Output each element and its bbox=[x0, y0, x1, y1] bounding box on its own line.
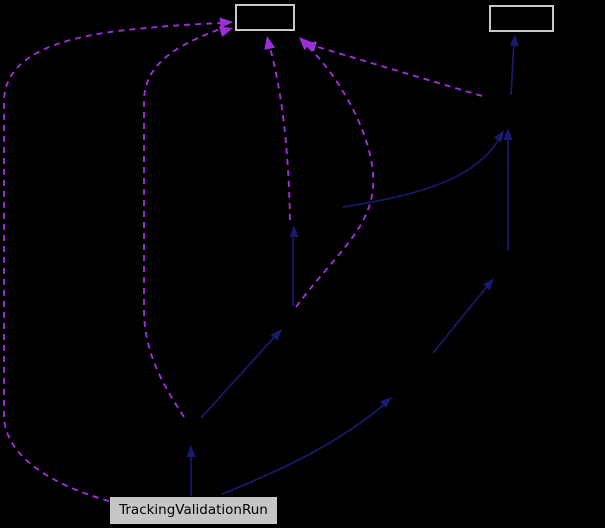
arrowhead-icon bbox=[379, 397, 392, 409]
main-class-node[interactable]: TrackingValidationRun bbox=[110, 497, 277, 524]
inheritance-edges bbox=[186, 34, 519, 496]
arrowhead-icon bbox=[493, 130, 504, 143]
inheritance-edge-5 bbox=[221, 401, 388, 495]
arrowhead-icon bbox=[270, 329, 282, 341]
usage-edges bbox=[3, 17, 483, 502]
inheritance-edge-6 bbox=[432, 283, 490, 354]
usage-edge-inner-left bbox=[143, 28, 221, 418]
arrowhead-icon bbox=[186, 445, 196, 457]
base-class-box-right[interactable] bbox=[489, 5, 554, 32]
arrowhead-icon bbox=[503, 128, 513, 140]
inheritance-edge-8 bbox=[510, 40, 515, 96]
arrowhead-icon bbox=[264, 36, 276, 50]
arrowhead-icon bbox=[219, 17, 233, 29]
arrowhead-icon bbox=[303, 41, 318, 53]
usage-edge-right-bulge bbox=[295, 42, 375, 308]
arrowhead-icon bbox=[289, 225, 299, 237]
arrowhead-icon bbox=[509, 34, 519, 47]
base-class-box-left[interactable] bbox=[235, 4, 295, 31]
usage-edge-diagonal bbox=[310, 44, 483, 97]
usage-edge-middle bbox=[268, 43, 291, 221]
inheritance-edge-2 bbox=[200, 333, 278, 419]
usage-edge-outer-left bbox=[3, 22, 223, 502]
inheritance-edge-4 bbox=[342, 138, 500, 208]
arrowhead-icon bbox=[482, 278, 494, 291]
arrowhead-icon bbox=[218, 26, 233, 38]
